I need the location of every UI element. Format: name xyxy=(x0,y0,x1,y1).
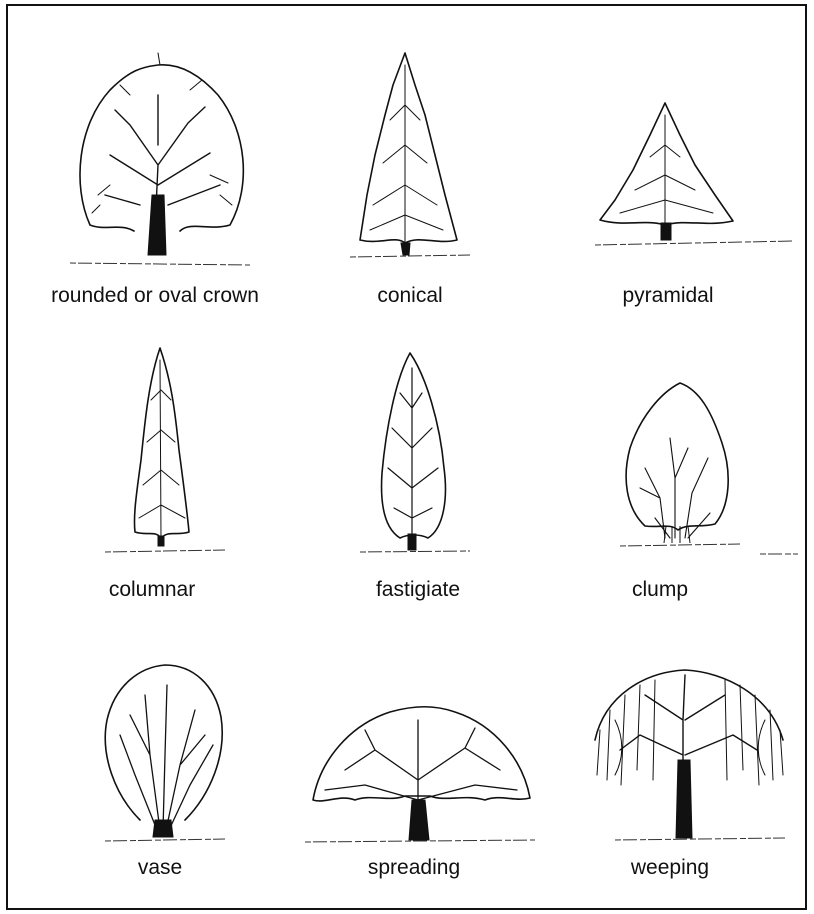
vase-tree-icon xyxy=(95,655,230,850)
rounded-tree-icon xyxy=(70,35,250,275)
shape-label: conical xyxy=(377,284,442,308)
shape-label: vase xyxy=(138,856,182,880)
shape-label: clump xyxy=(632,578,688,602)
weeping-tree-icon xyxy=(585,660,795,850)
shape-label: rounded or oval crown xyxy=(51,284,259,308)
shape-label: fastigiate xyxy=(376,578,460,602)
shape-label: weeping xyxy=(631,856,709,880)
shape-label: columnar xyxy=(109,578,195,602)
spreading-tree-icon xyxy=(305,690,535,850)
fastigiate-tree-icon xyxy=(360,348,470,560)
clump-tree-icon xyxy=(600,378,800,558)
shape-label: spreading xyxy=(368,856,460,880)
columnar-tree-icon xyxy=(105,340,225,560)
shape-label: pyramidal xyxy=(622,284,713,308)
conical-tree-icon xyxy=(345,45,475,275)
pyramidal-tree-icon xyxy=(595,95,795,260)
